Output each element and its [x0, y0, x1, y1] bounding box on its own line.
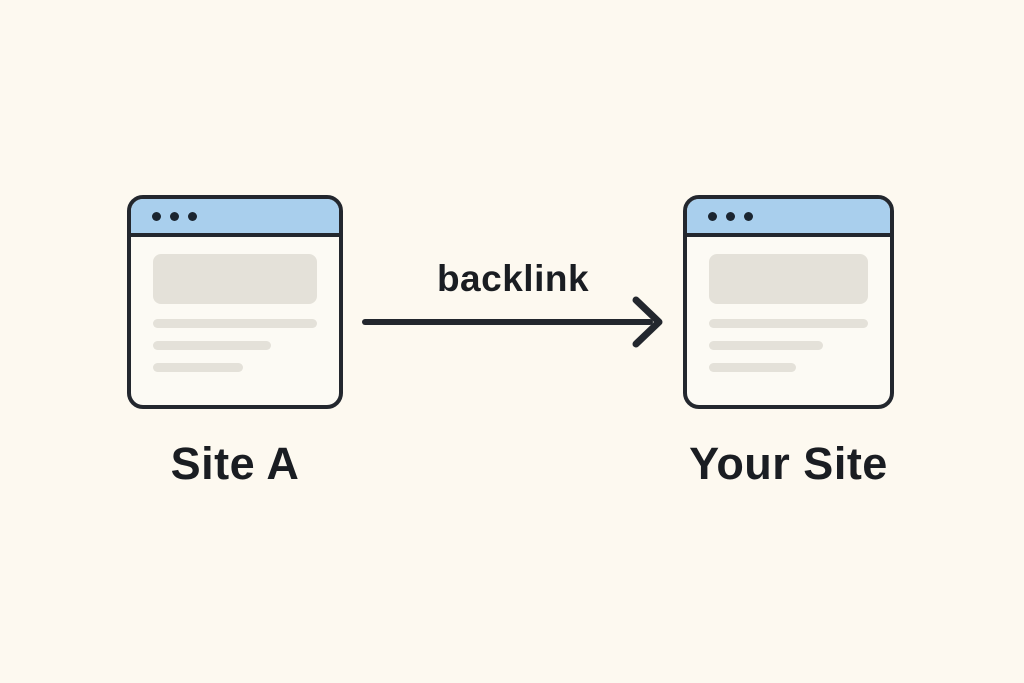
window-dot-icon [726, 211, 735, 221]
content-block-placeholder [709, 254, 868, 304]
text-line-placeholder [709, 363, 797, 372]
window-dot-icon [708, 211, 717, 221]
your-site-caption: Your Site [689, 438, 888, 489]
text-line-placeholder [153, 363, 244, 372]
content-block-placeholder [153, 254, 317, 304]
your-site-titlebar [687, 199, 890, 237]
site-a-content [131, 237, 339, 372]
window-dot-icon [152, 211, 161, 221]
site-a-caption: Site A [170, 438, 300, 489]
text-line-placeholder [709, 319, 868, 328]
window-dot-icon [170, 211, 179, 221]
text-line-placeholder [709, 341, 824, 350]
site-a-window [127, 195, 343, 409]
your-site-content [687, 237, 890, 372]
text-line-placeholder [153, 341, 272, 350]
backlink-arrow-label: backlink [436, 258, 590, 299]
site-a-titlebar [131, 199, 339, 237]
text-line-placeholder [153, 319, 317, 328]
window-dot-icon [744, 211, 753, 221]
window-dot-icon [188, 211, 197, 221]
backlink-arrow [362, 296, 663, 348]
your-site-window [683, 195, 894, 409]
